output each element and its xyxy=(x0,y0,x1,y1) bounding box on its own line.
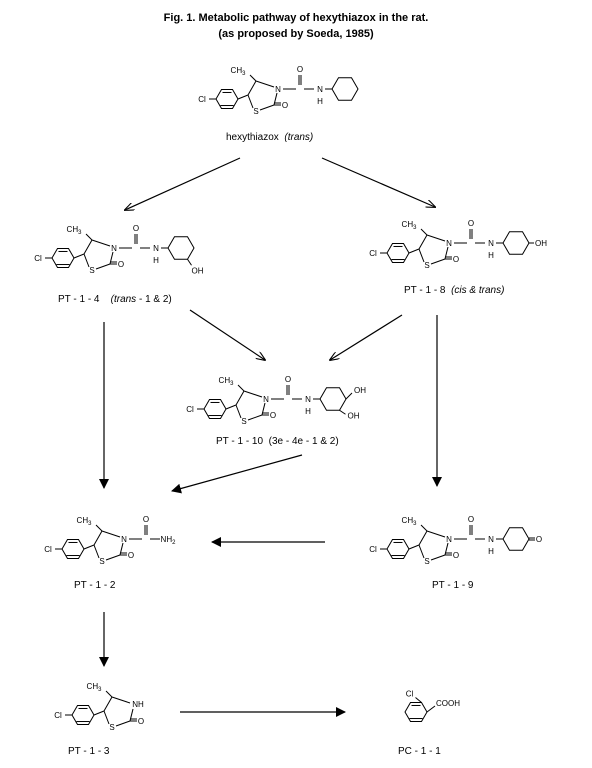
atom-label: N xyxy=(275,85,281,94)
atom-label: CH3 xyxy=(77,516,93,527)
atom-label: O xyxy=(282,101,288,110)
label-pt-1-8: PT - 1 - 8 (cis & trans) xyxy=(404,285,504,296)
compound-qualifier: (trans) xyxy=(284,132,314,143)
atom-label: NH2 xyxy=(161,535,177,546)
atom-label: Cl xyxy=(369,249,377,258)
arrow-pt18-to-pt110 xyxy=(330,314,403,360)
label-pt-1-2: PT - 1 - 2 xyxy=(74,580,116,591)
atom-label: N xyxy=(446,239,452,248)
compound-qualifier: (cis & trans) xyxy=(451,285,505,296)
atom-label: CH3 xyxy=(402,516,418,527)
atom-label: N xyxy=(488,239,494,248)
atom-label: S xyxy=(241,417,246,426)
label-pc-1-1: PC - 1 - 1 xyxy=(398,746,441,757)
atom-label: O xyxy=(536,535,542,544)
atom-label: OH xyxy=(192,266,204,275)
figure-title: Fig. 1. Metabolic pathway of hexythiazox… xyxy=(163,12,429,24)
arrow-hex-to-pt14 xyxy=(125,157,241,210)
atom-label: N xyxy=(111,244,117,253)
compound-name: hexythiazox xyxy=(226,132,279,143)
atom-label: O xyxy=(138,717,144,726)
atom-label: S xyxy=(99,557,104,566)
atom-label: O xyxy=(285,375,291,384)
atom-label: OH xyxy=(535,239,547,248)
compound-name: PT - 1 - 8 xyxy=(404,285,446,296)
atom-label: S xyxy=(89,266,94,275)
atom-label: Cl xyxy=(44,545,52,554)
atom-label: N xyxy=(488,535,494,544)
atom-label: O xyxy=(453,255,459,264)
atom-label: H xyxy=(317,97,323,106)
atom-label: N xyxy=(153,244,159,253)
atom-label: N xyxy=(121,535,127,544)
atom-label: S xyxy=(424,261,429,270)
atom-label: Cl xyxy=(369,545,377,554)
compound-qualifier-rest: - 1 & 2) xyxy=(136,294,172,305)
atom-label: Cl xyxy=(54,711,62,720)
atom-label: H xyxy=(305,407,311,416)
compound-qualifier: (3e - 4e - 1 & 2) xyxy=(268,436,339,447)
label-pt-1-3: PT - 1 - 3 xyxy=(68,746,110,757)
atom-label: S xyxy=(109,723,114,732)
atom-label: O xyxy=(270,411,276,420)
atom-label: N xyxy=(305,395,311,404)
arrow-pt14-to-pt110 xyxy=(189,309,265,360)
atom-label: O xyxy=(133,224,139,233)
atom-label: NH xyxy=(132,700,144,709)
atom-label: Cl xyxy=(406,689,414,698)
arrow-hex-to-pt18 xyxy=(321,157,435,207)
atom-label: N xyxy=(446,535,452,544)
atom-label: Cl xyxy=(198,95,206,104)
atom-label: Cl xyxy=(186,405,194,414)
atom-label: CH3 xyxy=(219,376,235,387)
compound-name: PT - 1 - 10 xyxy=(216,436,264,447)
label-pt-1-4: PT - 1 - 4 (trans - 1 & 2) xyxy=(58,294,172,305)
atom-label: COOH xyxy=(436,699,460,708)
atom-label: CH3 xyxy=(231,66,247,77)
label-pt-1-9: PT - 1 - 9 xyxy=(432,580,474,591)
label-hexythiazox: hexythiazox (trans) xyxy=(226,132,313,143)
label-pt-1-10: PT - 1 - 10 (3e - 4e - 1 & 2) xyxy=(216,436,339,447)
compound-name: PT - 1 - 4 xyxy=(58,294,100,305)
atom-label: CH3 xyxy=(402,220,418,231)
atom-label: OH xyxy=(348,411,360,420)
figure-subtitle: (as proposed by Soeda, 1985) xyxy=(218,28,374,40)
atom-label: CH3 xyxy=(87,682,103,693)
atom-label: N xyxy=(317,85,323,94)
atom-label: H xyxy=(153,256,159,265)
atom-label: O xyxy=(453,551,459,560)
atom-label: O xyxy=(128,551,134,560)
atom-label: O xyxy=(468,219,474,228)
atom-label: O xyxy=(143,515,149,524)
atom-label: H xyxy=(488,547,494,556)
atom-label: O xyxy=(118,260,124,269)
compound-qualifier: (trans xyxy=(110,294,137,305)
atom-label: O xyxy=(297,65,303,74)
atom-label: S xyxy=(424,557,429,566)
atom-label: S xyxy=(253,107,258,116)
atom-label: H xyxy=(488,251,494,260)
atom-label: OH xyxy=(354,386,366,395)
atom-label: O xyxy=(468,515,474,524)
atom-label: N xyxy=(263,395,269,404)
arrow-pt110-to-pt12 xyxy=(171,454,303,494)
atom-label: Cl xyxy=(34,254,42,263)
atom-label: CH3 xyxy=(67,225,83,236)
